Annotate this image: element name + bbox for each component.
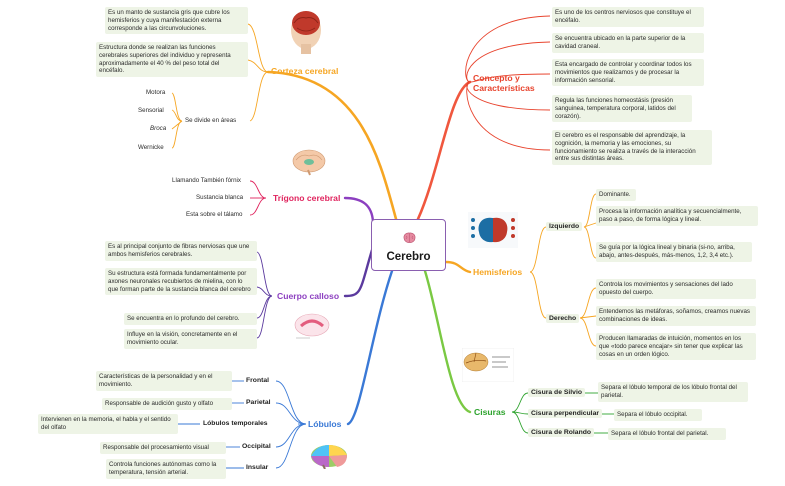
- hemisferio-izquierdo[interactable]: Izquierdo: [546, 222, 583, 231]
- trigono-item-2: Sustancia blanca: [196, 194, 244, 201]
- concepto-item-2: Se encuentra ubicado en la parte superio…: [552, 33, 704, 53]
- hemisferios-image: [468, 212, 518, 248]
- derecho-item-1: Controla los movimientos y sensaciones d…: [596, 279, 756, 299]
- cisura-rolando-desc: Separa el lóbulo frontal del parietal.: [608, 428, 726, 440]
- branch-hemisferios[interactable]: Hemisferios: [473, 267, 523, 277]
- lobulo-frontal[interactable]: Frontal: [246, 377, 270, 384]
- lobulo-insular-desc: Controla funciones autónomas como la tem…: [106, 459, 226, 479]
- lobulos-temporales[interactable]: Lóbulos temporales: [203, 420, 268, 427]
- cuerpo-calloso-image: [294, 313, 330, 339]
- cuerpo-item-4: Influye en la visión, concretamente en e…: [124, 329, 257, 349]
- lobulo-parietal-desc: Responsable de audición gusto y olfato: [102, 398, 232, 410]
- concepto-item-3: Esta encargado de controlar y coordinar …: [552, 59, 704, 87]
- trigono-item-3: Esta sobre el tálamo: [186, 211, 243, 218]
- lobulo-occipital-desc: Responsable del procesamiento visual: [100, 442, 226, 454]
- branch-concepto-caracteristicas[interactable]: Concepto y Características: [473, 73, 535, 93]
- cuerpo-item-2: Su estructura está formada fundamentalme…: [105, 268, 257, 296]
- lobulos-brain-image: [311, 445, 347, 469]
- lobulo-occipital[interactable]: Occipital: [242, 443, 271, 450]
- branch-line-trigono: [343, 196, 375, 224]
- branch-line-cuerpo: [343, 248, 374, 298]
- derecho-item-3: Producen llamaradas de intuición, moment…: [596, 333, 756, 361]
- branch-line-concepto: [416, 80, 472, 221]
- concepto-item-1: Es uno de los centros nerviosos que cons…: [552, 7, 704, 27]
- branch-lobulos[interactable]: Lóbulos: [308, 419, 342, 429]
- branch-trigono-cerebral[interactable]: Trígono cerebral: [273, 193, 341, 203]
- derecho-item-2: Entendemos las metáforas, soñamos, cream…: [596, 306, 756, 326]
- corteza-note-1: Es un manto de sustancia gris que cubre …: [105, 7, 248, 35]
- concepto-item-5: El cerebro es el responsable del aprendi…: [552, 130, 712, 166]
- cuerpo-item-3: Se encuentra en lo profundo del cerebro.: [124, 313, 257, 325]
- area-broca: Broca: [150, 125, 167, 132]
- hemisferio-derecho[interactable]: Derecho: [546, 314, 580, 323]
- cisura-de-rolando[interactable]: Cisura de Rolando: [528, 428, 595, 437]
- izquierdo-item-3: Se guía por la lógica lineal y binaria (…: [596, 242, 752, 262]
- lobulo-parietal[interactable]: Parietal: [246, 399, 271, 406]
- cisura-de-silvio[interactable]: Cisura de Silvio: [528, 388, 585, 397]
- branch-line-cisuras: [423, 269, 472, 414]
- cisura-perpendicular[interactable]: Cisura perpendicular: [528, 409, 602, 418]
- branch-line-lobulos: [346, 269, 394, 426]
- central-topic-title: Cerebro: [386, 251, 431, 263]
- concepto-item-4: Regula las funciones homeostásis (presió…: [552, 95, 692, 123]
- corteza-areas-label: Se divide en áreas: [185, 117, 237, 124]
- brain-icon: [403, 232, 416, 243]
- lobulos-temporales-desc: Intervienen en la memoria, el habla y el…: [38, 414, 178, 434]
- cuerpo-item-1: Es al principal conjunto de fibras nervi…: [105, 241, 257, 261]
- branch-corteza-cerebral[interactable]: Corteza cerebral: [271, 66, 339, 76]
- izquierdo-item-1: Dominante.: [596, 189, 636, 201]
- corteza-note-2: Estructura donde se realizan las funcion…: [96, 42, 248, 78]
- izquierdo-item-2: Procesa la información analítica y secue…: [596, 206, 758, 226]
- branch-cisuras[interactable]: Cisuras: [474, 407, 506, 417]
- branch-line-corteza: [266, 70, 398, 221]
- branch-line-hemisferios: [444, 260, 472, 274]
- area-sensorial: Sensorial: [138, 107, 164, 114]
- area-wernicke: Wernicke: [138, 144, 164, 151]
- central-topic-cerebro[interactable]: Cerebro: [371, 219, 446, 271]
- area-motora: Motora: [146, 89, 166, 96]
- lobulo-frontal-desc: Características de la personalidad y en …: [96, 371, 232, 391]
- cisura-silvio-desc: Separa el lóbulo temporal de los lóbulo …: [598, 382, 748, 402]
- trigono-brain-image: [292, 149, 326, 176]
- lobulo-insular[interactable]: Insular: [246, 464, 269, 471]
- branch-cuerpo-calloso[interactable]: Cuerpo calloso: [277, 291, 340, 301]
- head-brain-image: [291, 11, 321, 54]
- cisura-perpendicular-desc: Separa el lóbulo occipital.: [614, 409, 702, 421]
- trigono-item-1: Llamando También fórnix: [172, 177, 242, 184]
- cisuras-image: [462, 348, 514, 382]
